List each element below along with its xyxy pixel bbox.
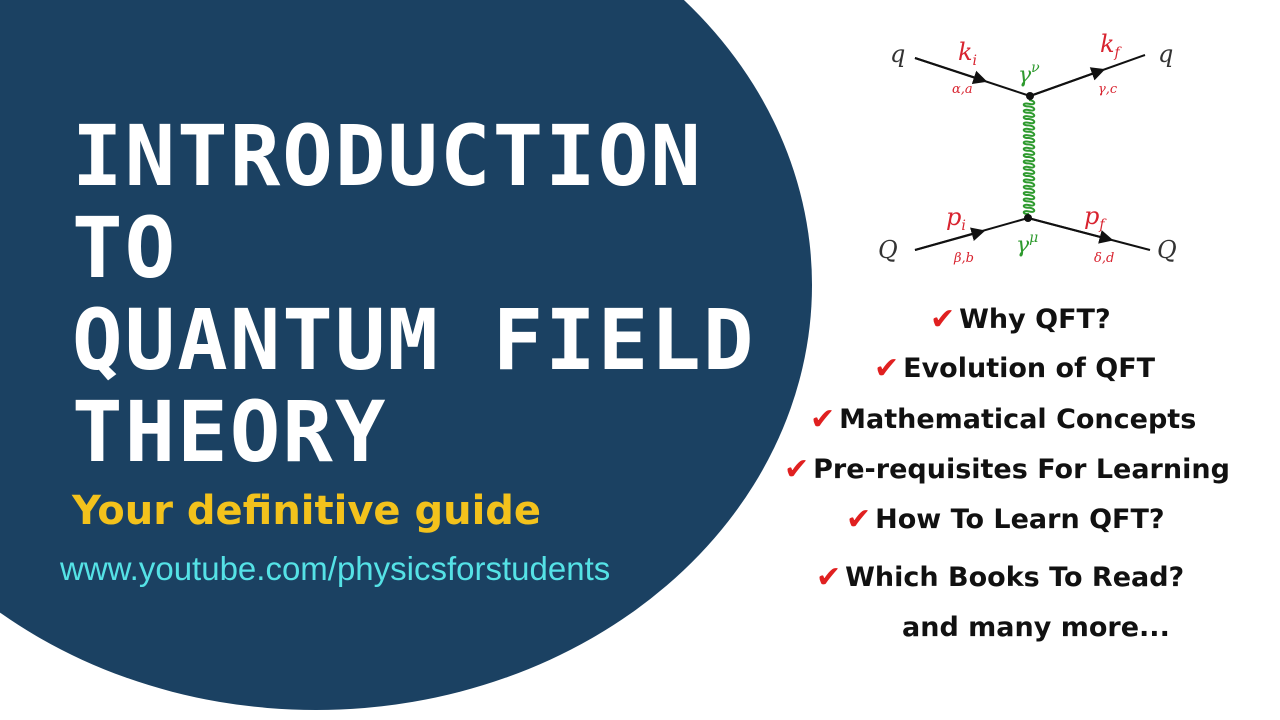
check-mark-icon: ✔	[846, 501, 872, 537]
label-k-f: kf	[1100, 30, 1123, 61]
label-p-i: pi	[946, 203, 966, 234]
title-line-4: THEORY	[72, 383, 388, 481]
and-more-text: and many more...	[902, 612, 1170, 643]
checklist-item: ✔ Which Books To Read?	[816, 559, 1185, 595]
incoming-heavy-quark-arrow	[914, 227, 986, 251]
subtitle: Your definitive guide	[72, 488, 542, 534]
label-gamma-nu: γν	[1018, 60, 1040, 88]
index-gamma-c: γ,c	[1098, 82, 1118, 97]
label-Q-left: Q	[878, 236, 898, 264]
check-mark-icon: ✔	[816, 559, 842, 595]
title-line-3: QUANTUM FIELD	[72, 291, 756, 389]
title-line-2: TO	[72, 199, 178, 297]
index-beta-b: β,b	[953, 251, 974, 266]
top-vertex	[1026, 92, 1034, 100]
checklist-item: ✔ How To Learn QFT?	[846, 501, 1165, 537]
checklist-item: ✔ Mathematical Concepts	[810, 401, 1197, 437]
index-alpha-a: α,a	[952, 82, 973, 97]
index-delta-d: δ,d	[1094, 251, 1114, 266]
check-mark-icon: ✔	[874, 350, 900, 386]
label-q-left: q	[890, 40, 905, 68]
gluon-propagator	[1022, 99, 1036, 216]
incoming-quark-arrow	[914, 57, 988, 85]
outgoing-heavy-quark-arrow	[1027, 217, 1114, 244]
feynman-diagram: q q Q Q ki kf pi pf α,a γ,c β,b δ,d γν γ…	[878, 30, 1177, 266]
label-k-i: ki	[958, 38, 977, 69]
checklist-item: ✔ Evolution of QFT	[874, 350, 1156, 386]
label-q-right: q	[1158, 40, 1173, 68]
channel-url: www.youtube.com/physicsforstudents	[60, 550, 611, 587]
outgoing-quark-arrow	[1029, 67, 1106, 97]
checklist-item: ✔ Why QFT?	[930, 301, 1111, 337]
label-Q-right: Q	[1157, 236, 1177, 264]
label-p-f: pf	[1084, 202, 1107, 233]
check-mark-icon: ✔	[810, 401, 836, 437]
label-gamma-mu: γμ	[1016, 230, 1038, 258]
checklist-item: ✔ Pre-requisites For Learning	[784, 451, 1230, 487]
check-mark-icon: ✔	[930, 301, 956, 337]
bottom-vertex	[1024, 214, 1032, 222]
title-line-1: INTRODUCTION	[72, 107, 703, 205]
main-title: INTRODUCTION TO QUANTUM FIELD THEORY	[72, 110, 755, 478]
check-mark-icon: ✔	[784, 451, 810, 487]
